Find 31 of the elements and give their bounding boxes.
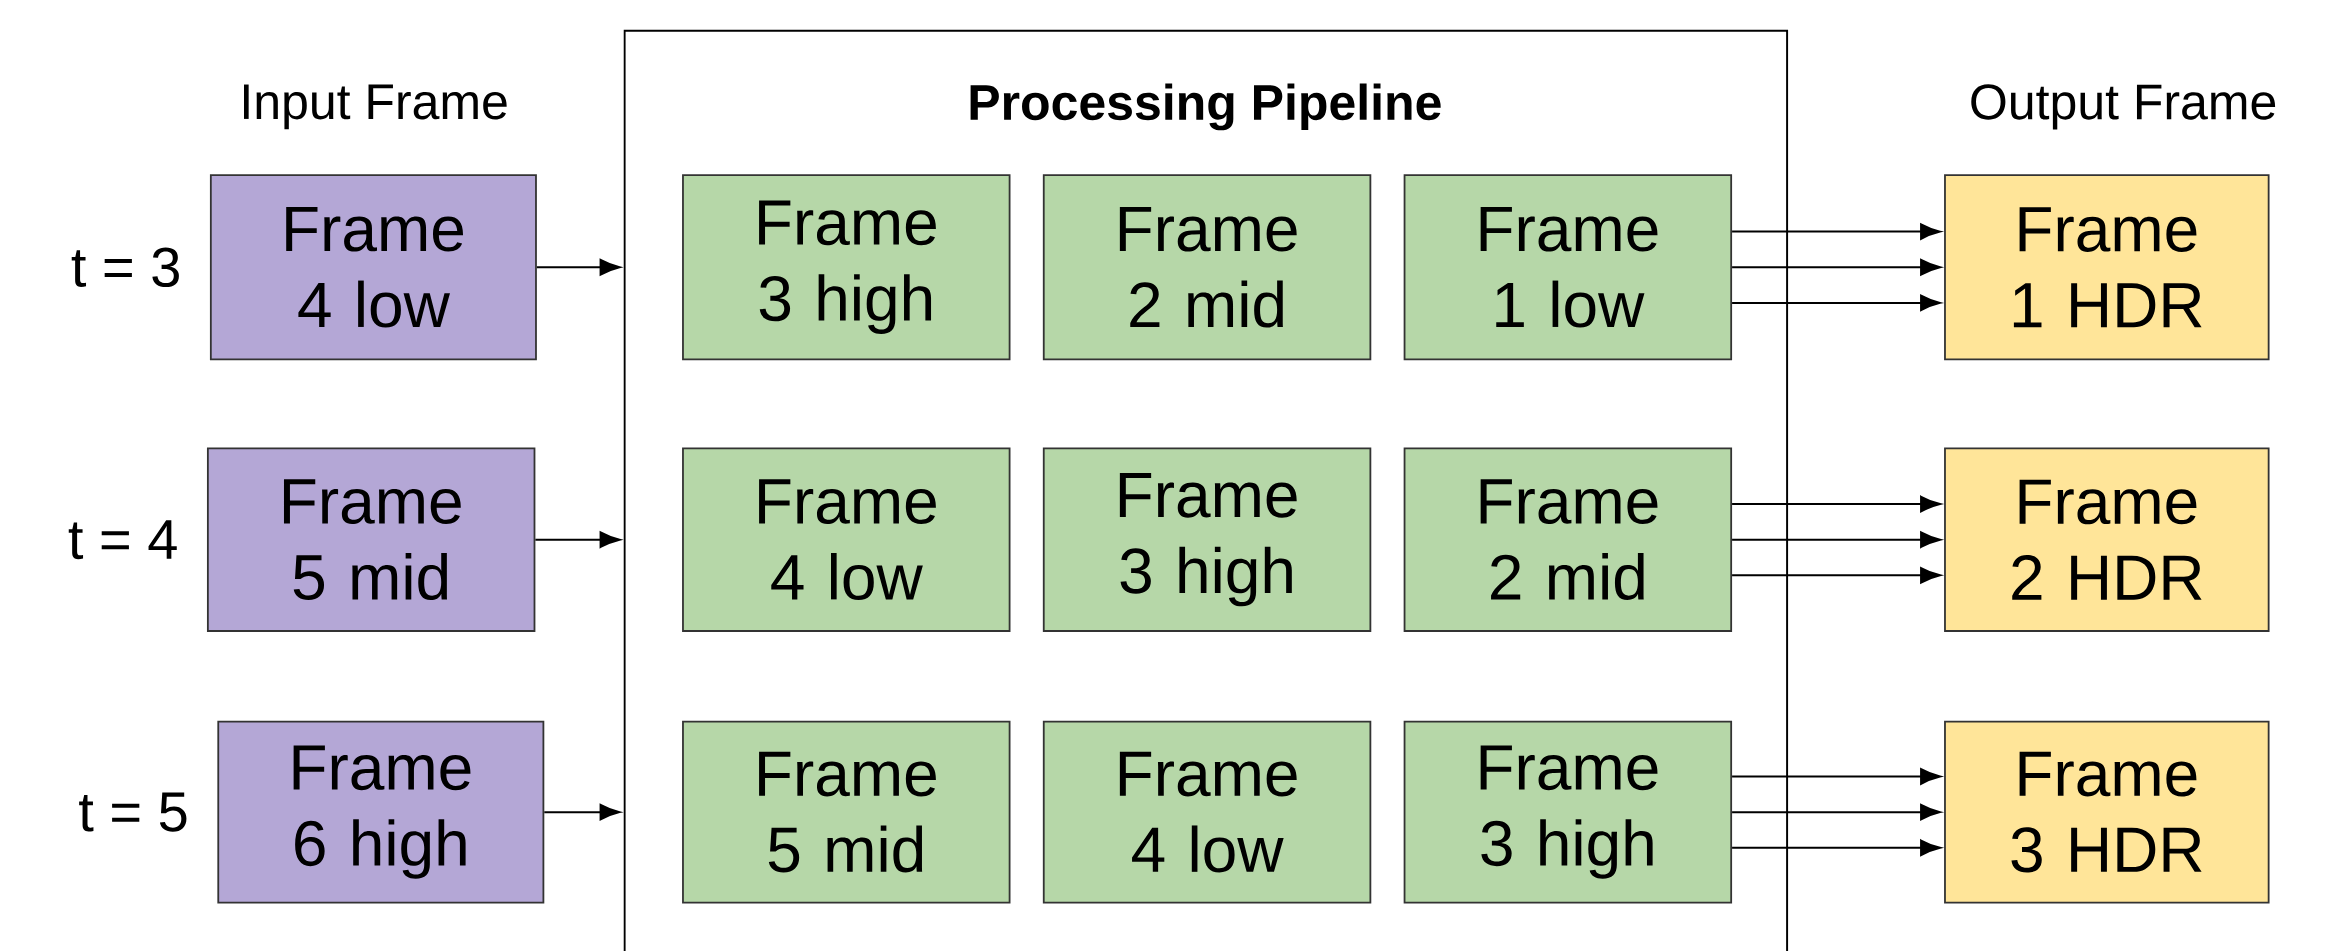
arrow (543, 803, 621, 821)
frame-box: Frame 2 HDR (1944, 447, 2270, 632)
frame-box: Frame 2 mid (1403, 447, 1733, 632)
frame-box: Frame 1 HDR (1944, 174, 2270, 361)
arrow (534, 531, 621, 548)
frame-box: Frame 3 HDR (1944, 720, 2270, 904)
frame-box: Frame 5 mid (206, 447, 536, 632)
frame-box: Frame 4 low (682, 447, 1011, 632)
arrow (1731, 803, 1941, 821)
frame-box: Frame 1 low (1403, 174, 1733, 361)
time-label: t = 5 (79, 792, 187, 832)
arrow (535, 259, 621, 276)
frame-box: Frame 2 mid (1042, 174, 1372, 361)
time-label: t = 4 (68, 520, 177, 560)
arrow (1731, 567, 1941, 584)
time-label: t = 3 (71, 247, 179, 288)
frame-box: Frame 5 mid (682, 720, 1011, 904)
frame-box: Frame 3 high (682, 174, 1011, 361)
pipeline-title: Processing Pipeline (970, 83, 1441, 131)
frame-box: Frame 6 high (217, 720, 545, 904)
arrow (1731, 839, 1941, 857)
frame-box: Frame 4 low (1042, 720, 1372, 904)
column-heading: Input Frame (244, 84, 507, 130)
arrow (1731, 495, 1941, 513)
arrow (1731, 294, 1941, 312)
arrow (1731, 531, 1941, 548)
column-heading: Output Frame (1971, 84, 2276, 130)
frame-box: Frame 3 high (1403, 720, 1733, 904)
frame-box: Frame 3 high (1042, 447, 1372, 632)
arrow (1731, 259, 1941, 276)
frame-box: Frame 4 low (209, 174, 537, 361)
